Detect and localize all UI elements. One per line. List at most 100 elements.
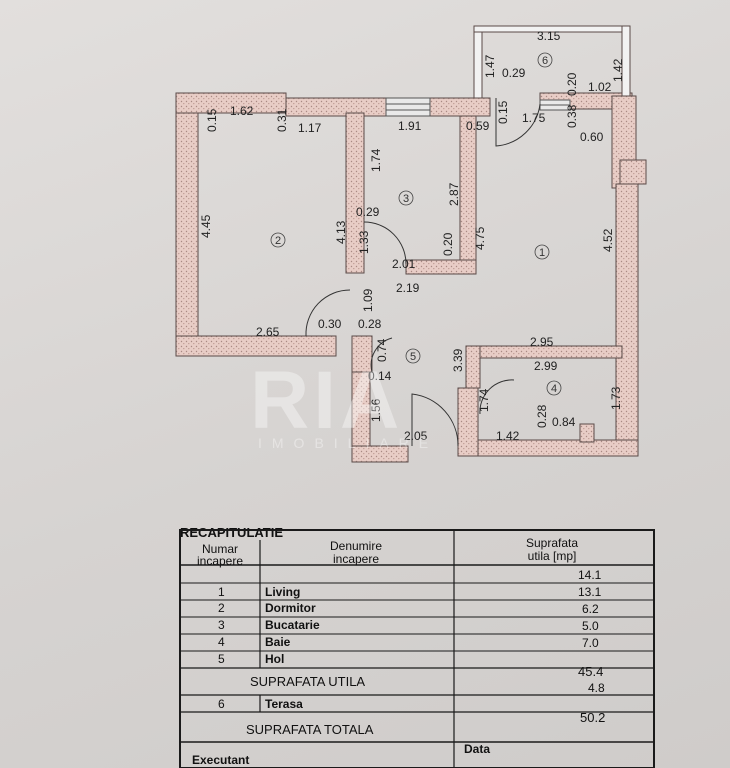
dim-475: 4.75 bbox=[473, 226, 487, 250]
room-numbers: 6 1 2 3 4 5 bbox=[275, 55, 557, 395]
door-kitchen bbox=[363, 221, 407, 265]
dim-060: 0.60 bbox=[580, 130, 604, 144]
dim-147: 1.47 bbox=[483, 54, 497, 78]
header-name-1: Denumire bbox=[330, 539, 382, 553]
table-title: RECAPITULATIE bbox=[180, 525, 283, 540]
room-markers bbox=[270, 52, 562, 396]
row-4-area: 5.0 bbox=[582, 619, 599, 633]
dim-413: 4.13 bbox=[334, 220, 348, 244]
dim-109: 1.09 bbox=[361, 288, 375, 312]
door-bedroom bbox=[305, 289, 351, 337]
door-hall-small bbox=[370, 337, 393, 373]
wall-bedroom-bottom bbox=[175, 335, 337, 357]
header-name-2: incapere bbox=[333, 552, 379, 566]
dim-162: 1.62 bbox=[230, 104, 254, 118]
dim-015b: 0.15 bbox=[496, 100, 510, 124]
dim-031: 0.31 bbox=[275, 108, 289, 132]
header-area-2: utila [mp] bbox=[528, 549, 577, 563]
header-area-1: Suprafata bbox=[526, 536, 578, 550]
dim-142: 1.42 bbox=[611, 58, 625, 82]
dim-205: 2.05 bbox=[404, 429, 428, 443]
dim-020a: 0.20 bbox=[565, 72, 579, 96]
dim-133: 1.33 bbox=[357, 230, 371, 254]
row-1-num: 1 bbox=[218, 585, 225, 599]
header-num-2: incapere bbox=[197, 554, 243, 568]
terrace-wall-left bbox=[473, 25, 483, 99]
wall-bedroom-kitchen bbox=[345, 112, 365, 274]
watermark-subtitle: IMOBILIARE bbox=[258, 435, 438, 451]
executant-label: Executant bbox=[192, 753, 249, 767]
dim-014: 0.14 bbox=[368, 369, 392, 383]
dim-265: 2.65 bbox=[256, 325, 280, 339]
dim-142b: 1.42 bbox=[496, 429, 520, 443]
dim-191: 1.91 bbox=[398, 119, 422, 133]
dim-029a: 0.29 bbox=[502, 66, 526, 80]
doors bbox=[305, 98, 541, 447]
dim-038: 0.38 bbox=[565, 104, 579, 128]
dim-295: 2.95 bbox=[530, 335, 554, 349]
wall-hall-right bbox=[457, 387, 479, 457]
row-1-name: Living bbox=[265, 585, 300, 599]
dim-173: 1.73 bbox=[609, 386, 623, 410]
suprafata-totala-value: 50.2 bbox=[580, 710, 605, 725]
door-entrance bbox=[411, 393, 459, 447]
terrace-area: 4.8 bbox=[588, 681, 605, 695]
wall-right-lower bbox=[619, 159, 647, 185]
table-rows: 1 Living 14.1 2 Dormitor 13.1 3 Bucatari… bbox=[218, 568, 602, 666]
dim-287: 2.87 bbox=[447, 182, 461, 206]
dimension-labels: 3.15 1.47 0.29 1.42 0.20 1.02 0.15 1.62 … bbox=[199, 29, 625, 443]
table-header: Numar incapere Denumire incapere Suprafa… bbox=[197, 536, 578, 568]
door-bath bbox=[479, 379, 515, 415]
dim-028b: 0.28 bbox=[535, 404, 549, 428]
row-4-name: Baie bbox=[265, 635, 291, 649]
door-terrace bbox=[495, 98, 541, 147]
suprafata-utila-value: 45.4 bbox=[578, 664, 603, 679]
dim-339: 3.39 bbox=[451, 348, 465, 372]
summary-table: RECAPITULATIE Numar incapere Denumire in… bbox=[179, 525, 655, 768]
wall-bath-left bbox=[465, 345, 481, 389]
row-4-num: 4 bbox=[218, 635, 225, 649]
dim-029b: 0.29 bbox=[356, 205, 380, 219]
row-2-area: 13.1 bbox=[578, 585, 602, 599]
dim-445: 4.45 bbox=[199, 214, 213, 238]
window-kitchen bbox=[385, 97, 431, 117]
wall-bath-stub bbox=[579, 423, 595, 443]
dim-028a: 0.28 bbox=[358, 317, 382, 331]
room-3-number: 3 bbox=[403, 193, 409, 205]
terrace-num: 6 bbox=[218, 697, 225, 711]
header-num-1: Numar bbox=[202, 542, 238, 556]
dim-015a: 0.15 bbox=[205, 108, 219, 132]
data-label: Data bbox=[464, 742, 490, 756]
wall-hall-bottom bbox=[351, 445, 409, 463]
dim-084: 0.84 bbox=[552, 415, 576, 429]
dim-452: 4.52 bbox=[601, 228, 615, 252]
row-3-num: 3 bbox=[218, 618, 225, 632]
wall-bath-bottom bbox=[459, 439, 639, 457]
row-5-num: 5 bbox=[218, 652, 225, 666]
room-2-number: 2 bbox=[275, 235, 281, 247]
dim-315: 3.15 bbox=[537, 29, 561, 43]
row-2-name: Dormitor bbox=[265, 601, 316, 615]
dim-156: 1.56 bbox=[369, 398, 383, 422]
walls bbox=[175, 25, 647, 463]
room-1-number: 1 bbox=[539, 247, 545, 259]
dim-074: 0.74 bbox=[375, 338, 389, 362]
terrace-name: Terasa bbox=[265, 697, 303, 711]
dim-102: 1.02 bbox=[588, 80, 612, 94]
wall-top-kitchen-right bbox=[429, 97, 491, 117]
dim-059: 0.59 bbox=[466, 119, 490, 133]
dim-201: 2.01 bbox=[392, 257, 416, 271]
dim-219: 2.19 bbox=[396, 281, 420, 295]
row-3-name: Bucatarie bbox=[265, 618, 320, 632]
row-2-num: 2 bbox=[218, 601, 225, 615]
room-5-number: 5 bbox=[410, 351, 416, 363]
table-grid bbox=[179, 529, 655, 768]
dim-020b: 0.20 bbox=[441, 232, 455, 256]
row-5-name: Hol bbox=[265, 652, 284, 666]
dim-174a: 1.74 bbox=[369, 148, 383, 172]
row-5-area: 7.0 bbox=[582, 636, 599, 650]
row-3-area: 6.2 bbox=[582, 602, 599, 616]
dim-299: 2.99 bbox=[534, 359, 558, 373]
dim-030: 0.30 bbox=[318, 317, 342, 331]
